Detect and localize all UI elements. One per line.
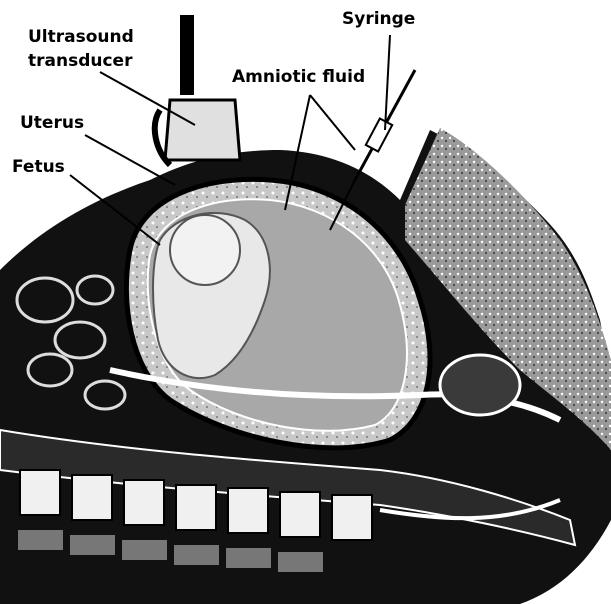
label-ultrasound-line1: Ultrasound xyxy=(28,27,134,47)
label-amniotic-fluid: Amniotic fluid xyxy=(232,67,365,87)
fetus-head xyxy=(170,215,240,285)
label-ultrasound-line2: transducer xyxy=(28,51,133,71)
label-uterus: Uterus xyxy=(20,113,84,133)
label-syringe: Syringe xyxy=(342,9,415,29)
label-fetus: Fetus xyxy=(12,157,65,177)
ultrasound-transducer xyxy=(155,15,240,165)
bladder xyxy=(440,355,520,415)
